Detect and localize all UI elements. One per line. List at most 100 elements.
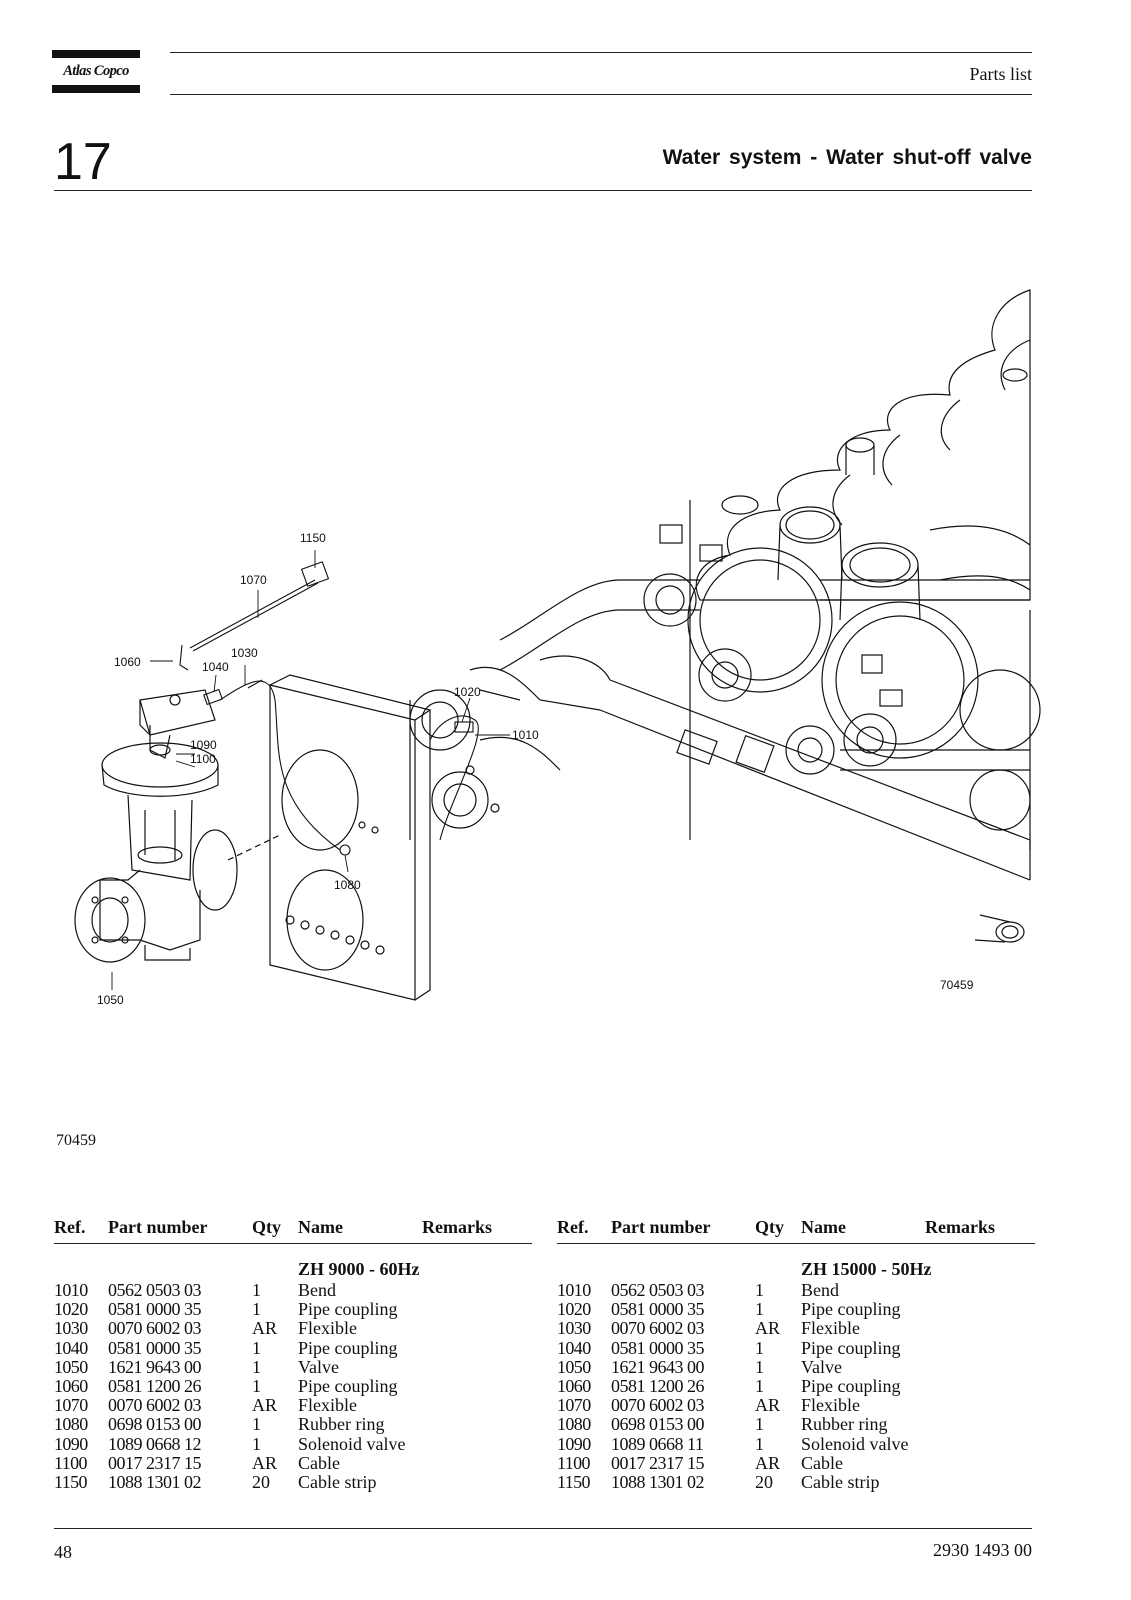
cell-ref: 1100 xyxy=(557,1452,591,1473)
cell-part-number: 0698 0153 00 xyxy=(611,1414,705,1435)
parts-table-right: Ref. Part number Qty Name Remarks ZH 150… xyxy=(557,1215,1035,1492)
cell-qty: 1 xyxy=(252,1375,261,1396)
compressor-assembly xyxy=(695,289,1031,621)
cell-ref: 1050 xyxy=(557,1356,591,1377)
cell-part-number: 0017 2317 15 xyxy=(611,1452,705,1473)
table-header: Ref. Part number Qty Name Remarks xyxy=(54,1215,532,1244)
cell-ref: 1010 xyxy=(54,1280,88,1300)
cell-qty: 1 xyxy=(755,1299,764,1320)
model-label: ZH 15000 - 50Hz xyxy=(801,1259,932,1279)
cell-qty: AR xyxy=(755,1318,781,1339)
callout-1100: 1100 xyxy=(190,752,216,766)
cell-ref: 1060 xyxy=(54,1375,88,1396)
cell-part-number: 0698 0153 00 xyxy=(108,1414,202,1435)
cell-qty: AR xyxy=(755,1395,781,1416)
table-row: 1100 0017 2317 15 AR Cable xyxy=(557,1452,1035,1473)
callout-1150: 1150 xyxy=(300,531,326,545)
section-label: Parts list xyxy=(969,64,1032,84)
cell-qty: AR xyxy=(252,1395,278,1416)
cell-ref: 1050 xyxy=(54,1356,88,1377)
cell-ref: 1010 xyxy=(557,1280,591,1300)
footer-rule xyxy=(54,1528,1032,1529)
cell-part-number: 1621 9643 00 xyxy=(611,1356,705,1377)
header-qty: Qty xyxy=(252,1217,281,1237)
callout-1070: 1070 xyxy=(240,573,267,587)
model-label: ZH 9000 - 60Hz xyxy=(298,1259,420,1279)
cell-part-number: 0581 1200 26 xyxy=(611,1375,705,1396)
cell-qty: 1 xyxy=(755,1356,764,1377)
cell-ref: 1100 xyxy=(54,1452,88,1473)
page-number: 48 xyxy=(54,1542,72,1562)
cell-name: Valve xyxy=(298,1356,339,1377)
cell-ref: 1030 xyxy=(54,1318,88,1339)
cell-ref: 1030 xyxy=(557,1318,591,1339)
callout-1020: 1020 xyxy=(454,685,481,699)
cell-part-number: 1088 1301 02 xyxy=(611,1471,705,1492)
header-name: Name xyxy=(801,1217,846,1237)
figure-number: 70459 xyxy=(56,1132,96,1149)
cell-part-number: 0562 0503 03 xyxy=(108,1280,202,1300)
cell-ref: 1020 xyxy=(54,1299,88,1320)
cell-part-number: 1089 0668 11 xyxy=(611,1433,704,1454)
callout-leaders xyxy=(111,550,510,990)
callout-1090: 1090 xyxy=(190,738,217,752)
cell-qty: 1 xyxy=(252,1299,261,1320)
cell-name: Flexible xyxy=(298,1395,357,1416)
cell-name: Solenoid valve xyxy=(298,1433,406,1454)
header-ref: Ref. xyxy=(557,1217,589,1237)
cell-qty: 1 xyxy=(755,1433,764,1454)
cell-name: Solenoid valve xyxy=(801,1433,909,1454)
callout-1010: 1010 xyxy=(512,728,539,742)
header-rule-top xyxy=(170,52,1032,53)
cell-ref: 1150 xyxy=(557,1471,591,1492)
cell-name: Cable strip xyxy=(298,1471,377,1492)
document-number: 2930 1493 00 xyxy=(933,1540,1032,1560)
cell-part-number: 0070 6002 03 xyxy=(611,1395,705,1416)
logo-bar-top xyxy=(52,50,140,58)
header-rule-bottom xyxy=(170,94,1032,95)
cell-ref: 1040 xyxy=(54,1337,88,1358)
table-header: Ref. Part number Qty Name Remarks xyxy=(557,1215,1035,1244)
callout-1050: 1050 xyxy=(97,993,124,1007)
cell-qty: 1 xyxy=(755,1280,764,1300)
exploded-view-drawing: 1150 1070 1060 1040 1030 1020 1010 1090 … xyxy=(0,280,1131,1040)
cell-name: Pipe coupling xyxy=(298,1299,398,1320)
parts-table-left: Ref. Part number Qty Name Remarks ZH 900… xyxy=(54,1215,532,1492)
shut-off-valve xyxy=(74,689,281,963)
cell-ref: 1090 xyxy=(54,1433,88,1454)
cell-part-number: 0070 6002 03 xyxy=(108,1318,202,1339)
cell-qty: AR xyxy=(755,1452,781,1473)
cell-ref: 1080 xyxy=(557,1414,591,1435)
cell-ref: 1150 xyxy=(54,1471,88,1492)
callout-1080: 1080 xyxy=(334,878,361,892)
cell-name: Cable xyxy=(801,1452,843,1473)
cell-part-number: 0581 1200 26 xyxy=(108,1375,202,1396)
cell-qty: 1 xyxy=(755,1337,764,1358)
cell-name: Flexible xyxy=(801,1318,860,1339)
cell-part-number: 1621 9643 00 xyxy=(108,1356,202,1377)
cooler-flanges xyxy=(643,500,1041,850)
cell-qty: 1 xyxy=(252,1433,261,1454)
logo-bar-bottom xyxy=(52,85,140,93)
drawing-figure-code: 70459 xyxy=(940,978,974,992)
header-part-number: Part number xyxy=(108,1217,208,1237)
cell-name: Pipe coupling xyxy=(298,1375,398,1396)
cell-part-number: 0581 0000 35 xyxy=(611,1337,705,1358)
model-heading: ZH 9000 - 60Hz xyxy=(54,1259,532,1281)
cell-part-number: 1088 1301 02 xyxy=(108,1471,202,1492)
cell-name: Flexible xyxy=(801,1395,860,1416)
